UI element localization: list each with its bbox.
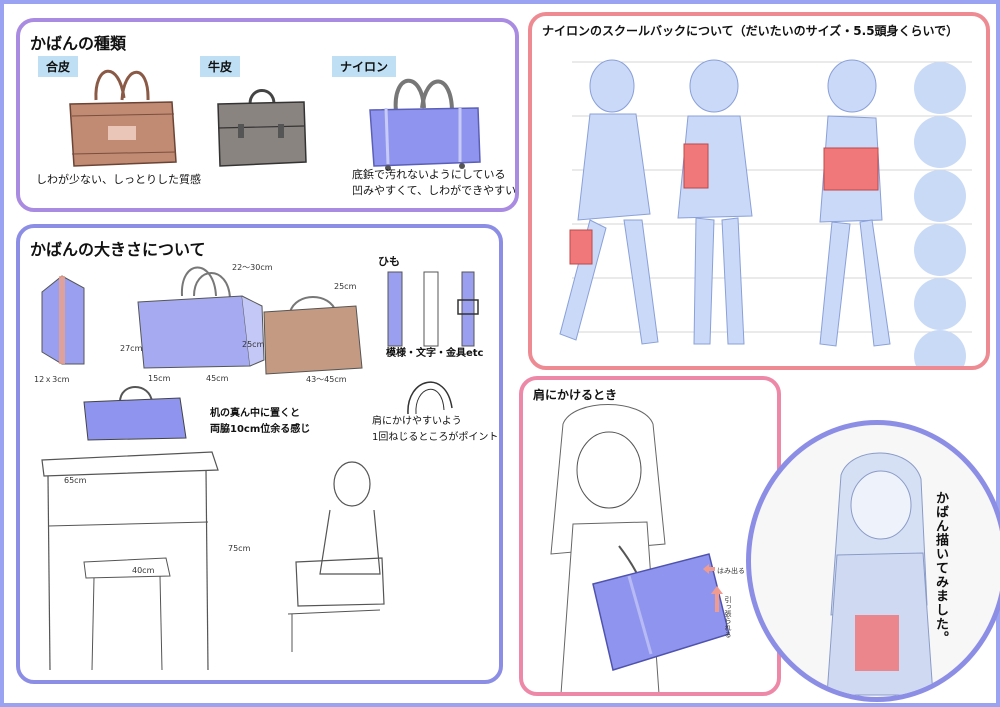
shoulder-panel: 肩にかけるとき はみ出る 引っ張られる [519, 376, 781, 696]
sketched-girl-illustration [826, 452, 934, 696]
note-handle-25: 25cm [334, 282, 357, 291]
sketched-red-bag [855, 615, 899, 671]
desk-caption-2: 両脇10cm位余る感じ [210, 424, 311, 435]
strap-caption: 模様・文字・金具etc [386, 348, 484, 359]
bag-size-panel: かばんの大きさについて 12ｘ3cm 27cm 15cm 45cm 22〜30c… [16, 224, 503, 684]
strap-closeup-sketch [41, 275, 85, 365]
note-protrude: はみ出る [717, 567, 745, 575]
nylon-bag-illustration [369, 78, 481, 171]
girl-with-bag-illustration [550, 404, 730, 692]
caption-nylon-1: 底鋲で汚れないようにしている [352, 168, 506, 181]
note-desk-75: 75cm [228, 544, 251, 553]
note-width-45: 45cm [206, 374, 229, 383]
twisted-strap-sketch [407, 381, 453, 415]
shoulder-title: 肩にかけるとき [533, 388, 618, 402]
tag-cowhide: 牛皮 [200, 56, 241, 77]
bag-types-title: かばんの種類 [30, 34, 127, 53]
character-size-guide [559, 59, 972, 366]
circle-caption: かばん描いてみました。 [933, 491, 948, 645]
note-desk-65: 65cm [64, 476, 87, 485]
bag-on-desk-sketch [83, 386, 187, 441]
caption-nylon-2: 凹みやすくて、しわができやすい [352, 184, 517, 197]
bag-front-sketch [137, 266, 265, 369]
nylon-bag-panel: ナイロンのスクールバックについて（だいたいのサイズ・5.5頭身くらいで） [528, 12, 990, 370]
figure-side [819, 59, 891, 347]
note-width-43-45: 43〜45cm [306, 375, 347, 384]
strap-label: ひも [378, 255, 400, 268]
walking-figure-bag [569, 229, 593, 265]
bag-side-sketch [263, 296, 363, 375]
note-pulled: 引っ張られる [724, 596, 732, 638]
bag-types-panel: かばんの種類 合皮 牛皮 ナイロン しわが少ない、しっとりした質感 底鋲で汚れな… [16, 18, 519, 212]
tag-nylon: ナイロン [332, 56, 397, 77]
cowhide-bag-illustration [217, 89, 307, 167]
desk-caption-1: 机の真ん中に置くと [210, 408, 300, 419]
note-height-25: 25cm [242, 340, 265, 349]
note-strap-size: 12ｘ3cm [34, 375, 70, 384]
arrow-left-icon [703, 564, 715, 574]
twist-caption-1: 肩にかけやすいよう [372, 416, 462, 427]
front-figure-bag [683, 143, 709, 189]
tag-synthetic-leather: 合皮 [38, 56, 79, 77]
nylon-bag-title: ナイロンのスクールバックについて（だいたいのサイズ・5.5頭身くらいで） [542, 24, 959, 38]
note-handle-length: 22〜30cm [232, 263, 273, 272]
note-chair-40: 40cm [132, 566, 155, 575]
figure-walking [559, 59, 659, 345]
caption-synthetic-leather: しわが少ない、しっとりした質感 [36, 173, 201, 186]
bag-size-title: かばんの大きさについて [30, 240, 206, 259]
synthetic-leather-bag-illustration [69, 69, 177, 167]
strap-variations-sketch [387, 271, 479, 347]
side-figure-bag [823, 147, 879, 191]
twist-caption-2: 1回ねじるところがポイント [372, 432, 499, 443]
drawn-bag-circle: かばん描いてみました。 [746, 420, 1000, 702]
school-desk-sketch [41, 451, 219, 671]
figure-front [677, 59, 753, 345]
arrow-up-icon [711, 586, 723, 612]
note-height-27: 27cm [120, 344, 143, 353]
note-depth-15: 15cm [148, 374, 171, 383]
seated-student-sketch [287, 461, 385, 652]
